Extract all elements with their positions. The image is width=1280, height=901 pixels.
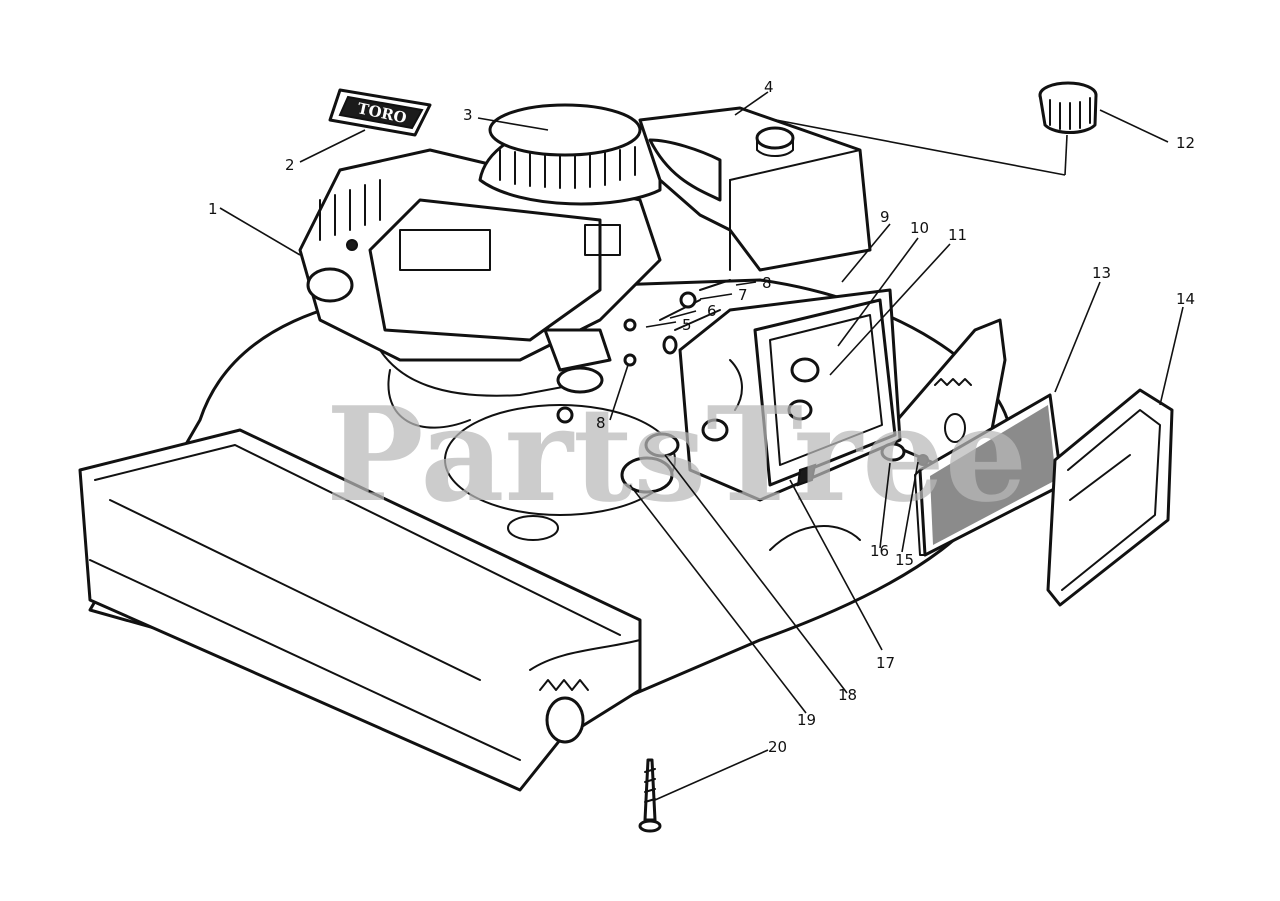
callout-8b: 8 [596, 414, 606, 432]
callout-10: 10 [910, 219, 929, 237]
watermark: PartsTree [326, 378, 1027, 531]
fuel-cap [1038, 81, 1098, 134]
callout-4: 4 [764, 78, 774, 96]
fuel-tank [638, 106, 872, 272]
leader-lines [219, 91, 1184, 801]
callout-18: 18 [838, 686, 857, 704]
callout-7: 7 [738, 286, 748, 304]
callout-2: 2 [285, 156, 295, 174]
callout-labels: 1 2 3 4 5 6 7 8 8 9 10 11 12 13 14 15 16… [208, 78, 1195, 756]
callout-14: 14 [1176, 290, 1195, 308]
callout-13: 13 [1092, 264, 1111, 282]
callout-17: 17 [876, 654, 895, 672]
filter-cover [1046, 388, 1174, 607]
engine [298, 103, 678, 429]
callout-15: 15 [895, 551, 914, 569]
screw [638, 758, 662, 833]
filter-element [914, 393, 1064, 557]
callout-1: 1 [208, 200, 218, 218]
callout-11: 11 [948, 226, 967, 244]
callout-16: 16 [870, 542, 889, 560]
toro-decal: TORO [328, 88, 432, 137]
callout-8a: 8 [762, 274, 772, 292]
callout-5: 5 [682, 316, 692, 334]
callout-19: 19 [797, 711, 816, 729]
callout-12: 12 [1176, 134, 1195, 152]
air-cleaner-body [678, 288, 902, 502]
small-parts [620, 279, 929, 494]
callout-9: 9 [880, 208, 890, 226]
callout-6: 6 [707, 302, 717, 320]
callout-3: 3 [463, 106, 473, 124]
callout-20: 20 [768, 738, 787, 756]
